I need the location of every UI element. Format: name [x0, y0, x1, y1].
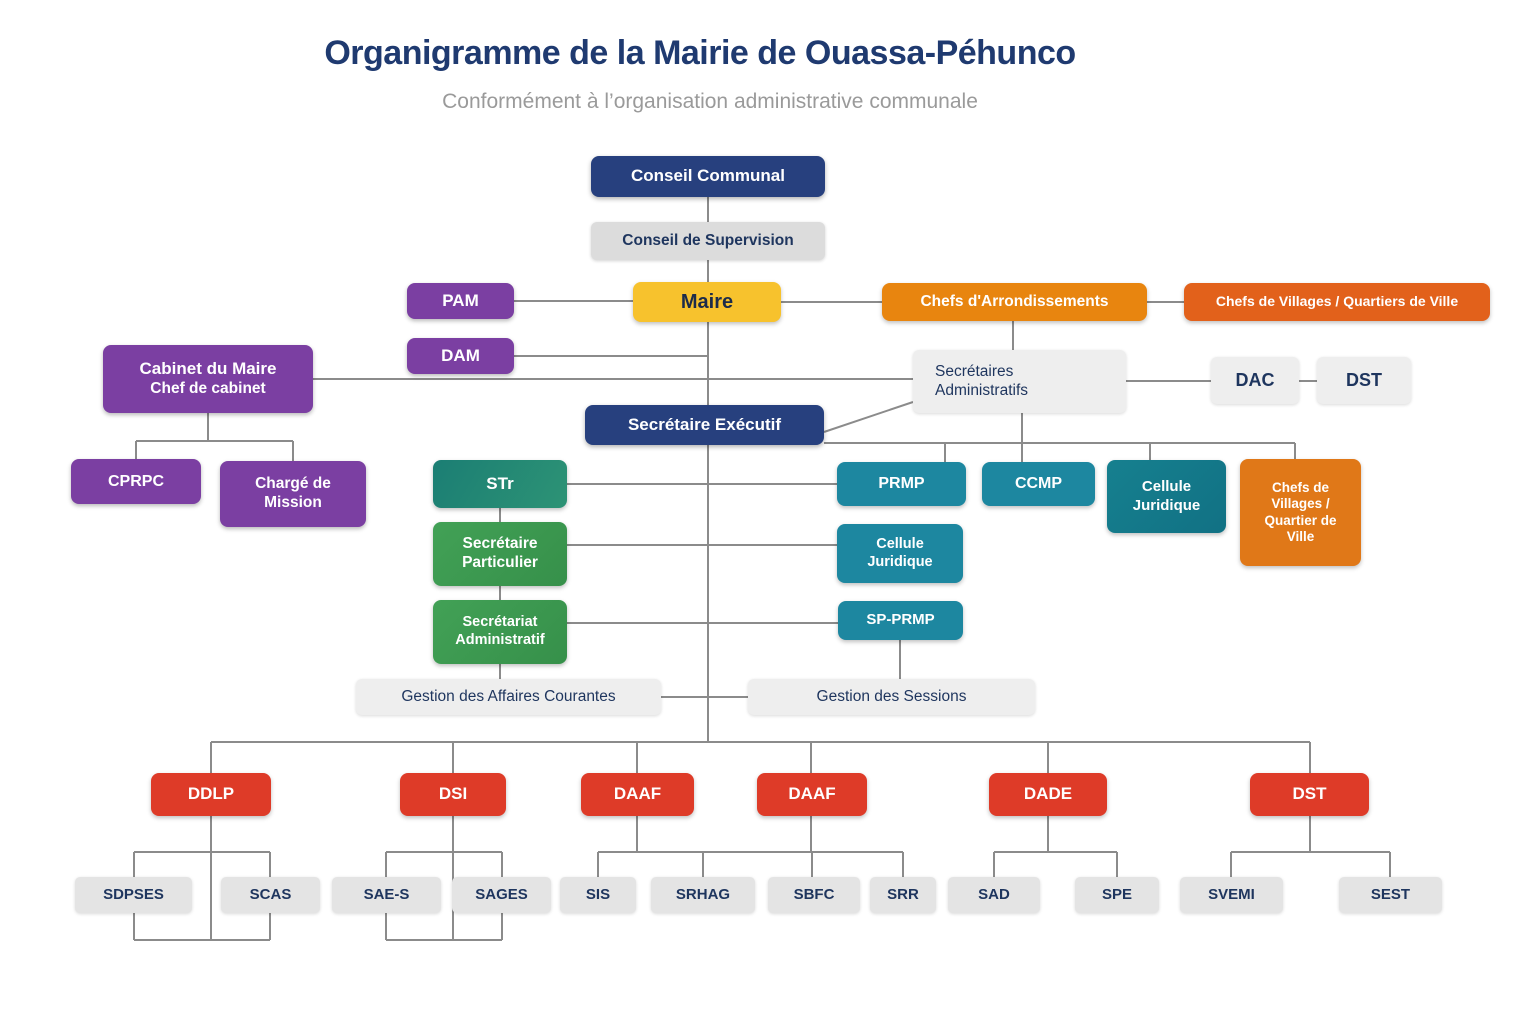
node-conseil-supervision: Conseil de Supervision	[591, 222, 825, 260]
node-svemi: SVEMI	[1180, 877, 1283, 913]
node-chefs-villages-petit: Chefs de Villages / Quartier de Ville	[1240, 459, 1361, 566]
node-sbfc: SBFC	[768, 877, 860, 913]
node-cellule-juridique-2: Cellule Juridique	[837, 524, 963, 583]
node-dam: DAM	[407, 338, 514, 374]
node-gestion-affaires-courantes: Gestion des Affaires Courantes	[356, 679, 661, 715]
node-daaf-1: DAAF	[581, 773, 694, 816]
node-cprpc: CPRPC	[71, 459, 201, 504]
node-dsi: DSI	[400, 773, 506, 816]
node-maire: Maire	[633, 282, 781, 322]
node-dst-bas: DST	[1250, 773, 1369, 816]
node-sis: SIS	[560, 877, 636, 913]
node-sest: SEST	[1339, 877, 1442, 913]
node-str: STr	[433, 460, 567, 508]
node-dst-haut: DST	[1317, 357, 1411, 404]
node-ccmp: CCMP	[982, 462, 1095, 506]
node-srhag: SRHAG	[651, 877, 755, 913]
node-secretaires-administratifs: Secrétaires Administratifs	[913, 350, 1126, 413]
node-dade: DADE	[989, 773, 1107, 816]
cabinet-line1: Cabinet du Maire	[139, 359, 277, 379]
node-chefs-villages-quartiers: Chefs de Villages / Quartiers de Ville	[1184, 283, 1490, 321]
node-cellule-juridique-1: Cellule Juridique	[1107, 460, 1226, 533]
node-ddlp: DDLP	[151, 773, 271, 816]
page-title-part2: Mairie de Ouassa-Péhunco	[644, 34, 1076, 72]
node-spe: SPE	[1075, 877, 1159, 913]
node-prmp: PRMP	[837, 462, 966, 506]
node-charge-de-mission: Chargé de Mission	[220, 461, 366, 527]
node-sages: SAGES	[452, 877, 551, 913]
node-daaf-2: DAAF	[757, 773, 867, 816]
node-gestion-sessions: Gestion des Sessions	[748, 679, 1035, 715]
page-title: Organigramme de la Mairie de Ouassa-Péhu…	[0, 34, 1400, 73]
node-secretariat-administratif: Secrétariat Administratif	[433, 600, 567, 664]
page-title-part1: Organigramme de la	[324, 34, 645, 72]
node-sad: SAD	[948, 877, 1040, 913]
node-sdpses: SDPSES	[75, 877, 192, 913]
node-chefs-arrondissements: Chefs d'Arrondissements	[882, 283, 1147, 321]
node-sp-prmp: SP-PRMP	[838, 601, 963, 640]
page-subtitle: Conformément à l’organisation administra…	[442, 90, 978, 113]
node-secretaire-particulier: Secrétaire Particulier	[433, 522, 567, 586]
node-conseil-communal: Conseil Communal	[591, 156, 825, 197]
node-secretaire-executif: Secrétaire Exécutif	[585, 405, 824, 445]
node-pam: PAM	[407, 283, 514, 319]
node-scas: SCAS	[221, 877, 320, 913]
node-sae-s: SAE-S	[332, 877, 441, 913]
node-srr: SRR	[870, 877, 936, 913]
cabinet-line2: Chef de cabinet	[150, 379, 266, 397]
node-dac: DAC	[1211, 357, 1299, 404]
